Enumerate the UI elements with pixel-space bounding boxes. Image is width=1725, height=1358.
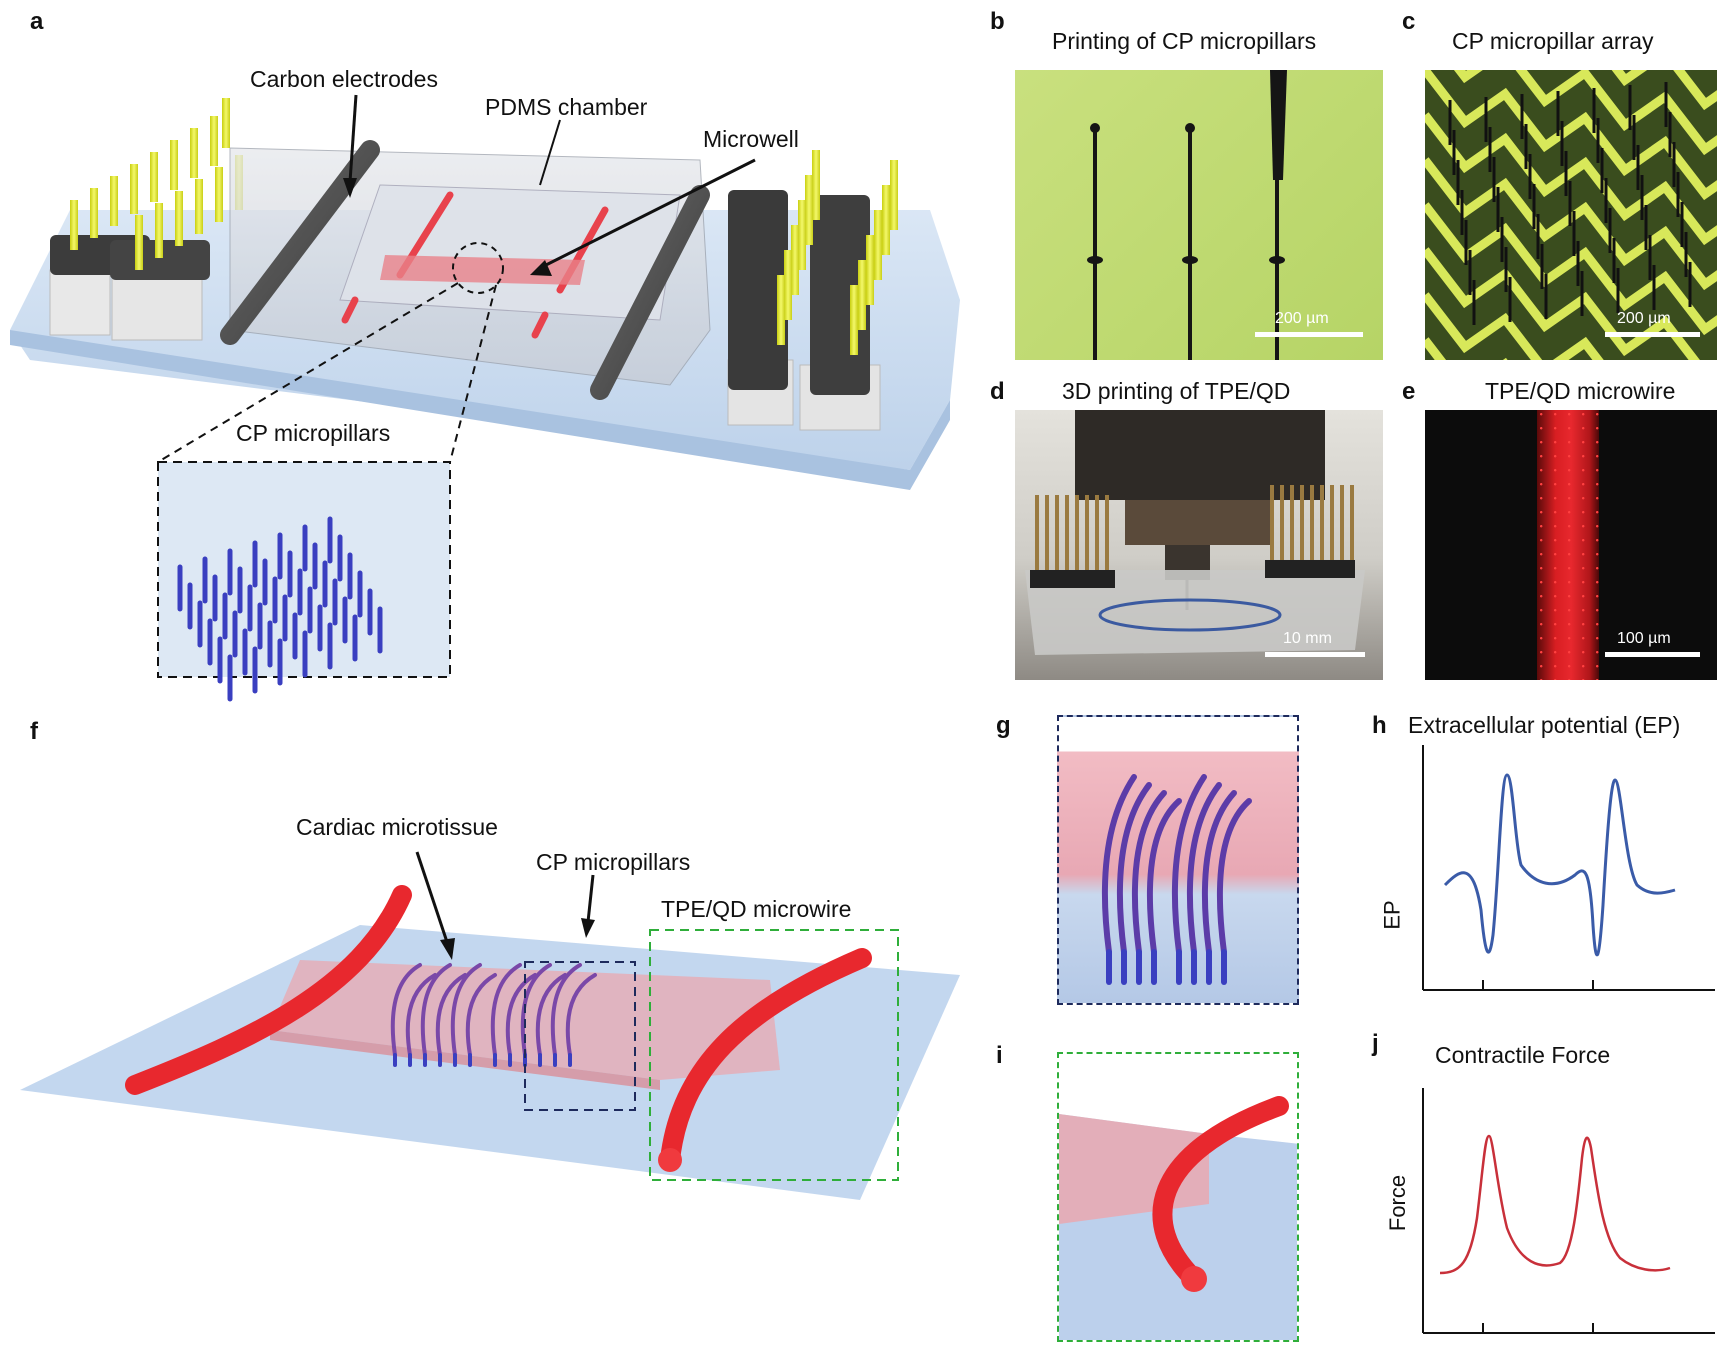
panel-j-force-plot — [1422, 1088, 1715, 1334]
panel-g-zoom — [1057, 715, 1299, 1005]
panel-d-photo: 10 mm — [1015, 410, 1383, 680]
bent-pillar — [550, 963, 582, 1057]
panel-g-label: g — [996, 712, 1011, 739]
bent-pillar — [405, 973, 437, 1057]
panel-j-ylabel: Force — [1385, 1174, 1411, 1232]
electrode-trace — [1611, 70, 1717, 111]
panel-a-carbon-electrodes-label: Carbon electrodes — [250, 66, 438, 92]
panel-c-title: CP micropillar array — [1452, 28, 1654, 54]
bent-pillar — [520, 963, 552, 1057]
panel-e-red-wire — [1537, 410, 1599, 680]
zoom-bent-pillar — [1101, 774, 1137, 955]
zoom-bent-pillar — [1201, 790, 1237, 955]
panel-f-tissue-label: Cardiac microtissue — [296, 814, 498, 840]
panel-f-pillars-label: CP micropillars — [536, 849, 691, 875]
zoom-bent-pillar — [1131, 790, 1167, 955]
panel-d-scale-text: 10 mm — [1283, 630, 1332, 647]
panel-b-micrograph: 200 µm — [1015, 70, 1383, 360]
panel-e-fluorescence: 100 µm — [1425, 410, 1717, 680]
bent-pillar — [565, 973, 597, 1057]
panel-c-label: c — [1402, 8, 1416, 35]
panel-j-label: j — [1372, 1030, 1379, 1057]
panel-a-label: a — [30, 8, 44, 35]
panel-i-label: i — [996, 1042, 1003, 1069]
zoom-bent-pillar — [1171, 774, 1207, 955]
panel-f-label: f — [30, 718, 38, 745]
bent-pillar — [390, 963, 422, 1057]
panel-d-title: 3D printing of TPE/QD — [1062, 378, 1291, 404]
panel-i-zoom — [1057, 1052, 1299, 1342]
electrode-trace — [1425, 247, 1700, 360]
header-pin — [1065, 495, 1069, 575]
header-pin — [1095, 495, 1099, 575]
panel-c-micrograph: 200 µm — [1425, 70, 1717, 360]
header-pin — [1280, 485, 1284, 565]
zoom-bent-pillar — [1186, 782, 1222, 955]
zoom-bent-pillar — [1216, 798, 1252, 955]
bent-pillar — [465, 973, 497, 1057]
electrode-trace — [1453, 70, 1717, 156]
bent-pillar — [490, 963, 522, 1057]
panel-h-ep-trace — [1443, 773, 1676, 957]
electrode-trace — [1425, 157, 1717, 291]
bent-pillar — [505, 973, 537, 1057]
header-pin — [1045, 495, 1049, 575]
electrode-trace — [1425, 112, 1717, 246]
panel-d-scalebar — [1265, 652, 1365, 657]
header-pin — [1105, 495, 1109, 575]
panel-e-scale-text: 100 µm — [1617, 630, 1671, 647]
header-pin — [1310, 485, 1314, 565]
bent-pillar — [435, 973, 467, 1057]
header-pin — [1320, 485, 1324, 565]
header-pin — [1330, 485, 1334, 565]
bent-pillar — [535, 973, 567, 1057]
panel-h-title: Extracellular potential (EP) — [1408, 712, 1681, 738]
panel-a-pdms-chamber-label: PDMS chamber — [485, 94, 648, 120]
zoom-bent-pillar — [1146, 798, 1182, 955]
header-pin — [1290, 485, 1294, 565]
panel-a-microwell-label: Microwell — [703, 126, 799, 152]
panel-c-scalebar — [1605, 332, 1700, 337]
panel-h-ep-plot — [1422, 745, 1715, 991]
panel-c-scale-text: 200 µm — [1617, 310, 1671, 327]
header-pin — [1055, 495, 1059, 575]
header-pin — [1340, 485, 1344, 565]
zoom-bent-pillar — [1116, 782, 1152, 955]
panel-a-inset-pillars — [177, 516, 383, 702]
header-pin — [1350, 485, 1354, 565]
panel-j-title: Contractile Force — [1435, 1042, 1611, 1068]
panel-e-label: e — [1402, 378, 1416, 405]
header-pin — [1035, 495, 1039, 575]
panel-e-title: TPE/QD microwire — [1485, 378, 1676, 404]
panel-b-scale-text: 200 µm — [1275, 310, 1329, 327]
panel-b-scalebar — [1255, 332, 1363, 337]
panel-f-wire-label: TPE/QD microwire — [661, 896, 852, 922]
panel-b-title: Printing of CP micropillars — [1052, 28, 1317, 54]
panel-h-label: h — [1372, 712, 1387, 739]
bent-pillar — [450, 963, 482, 1057]
panel-h-ylabel: EP — [1379, 900, 1405, 930]
panel-j-force-trace — [1439, 1134, 1671, 1275]
header-pin — [1270, 485, 1274, 565]
panel-e-scalebar — [1605, 652, 1700, 657]
panel-b-label: b — [990, 8, 1005, 35]
header-pin — [1075, 495, 1079, 575]
header-pin — [1085, 495, 1089, 575]
bent-pillar — [420, 963, 452, 1057]
panel-d-label: d — [990, 378, 1005, 405]
electrode-trace — [1425, 202, 1717, 336]
electrode-trace — [1425, 70, 1717, 201]
header-pin — [1300, 485, 1304, 565]
electrode-trace — [1425, 292, 1604, 360]
panel-a-inset-label: CP micropillars — [236, 420, 391, 446]
